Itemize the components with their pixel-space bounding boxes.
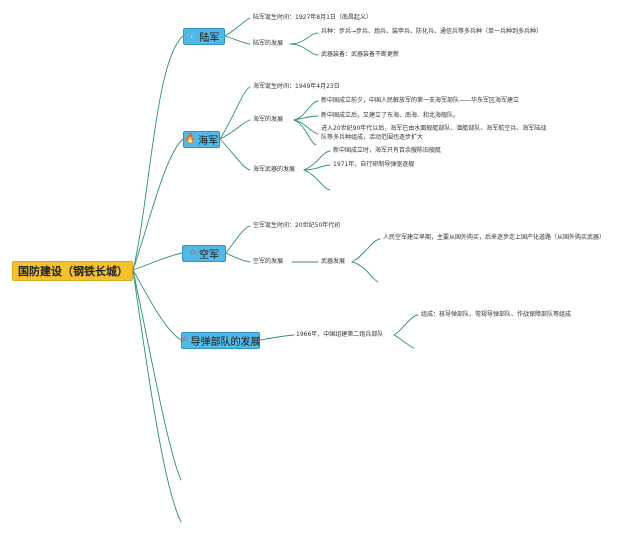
navy-weapon-item: 新中国成立时，海军只有百余艘陈旧舰艇	[333, 147, 442, 154]
missile-composition: 组成：核导弹部队、常规导弹部队、作战保障部队等组成	[421, 311, 572, 318]
army-birth: 陆军诞生时间：1927年8月1日（南昌起义）	[253, 14, 372, 21]
root-topic-label: 国防建设（钢铁长城）	[18, 265, 128, 278]
branch-navy[interactable]: 🔥 海军	[183, 131, 220, 148]
flame-icon: 🔥	[184, 134, 197, 144]
navy-birth: 海军诞生时间：1949年4月23日	[253, 83, 340, 90]
star-outline-icon: ☆	[188, 248, 198, 258]
missile-founded: 1966年，中国组建第二炮兵部队	[296, 331, 384, 338]
airforce-development: 空军的发展	[253, 258, 284, 265]
army-troop-types: 兵种：步兵→步兵、炮兵、装甲兵、防化兵、通信兵等多兵种（单一兵种到多兵种）	[321, 28, 543, 35]
branch-airforce-label: 空军	[199, 250, 220, 261]
navy-weapon-item: 1971年，自行研制导弹驱逐舰	[333, 161, 415, 168]
water-drop-icon: 💧	[188, 32, 198, 40]
navy-dev-item: 进入20世纪90年代以后，海军已由水面舰艇部队、潜艇部队、海军航空兵、海军陆战队…	[321, 125, 547, 141]
branch-army-label: 陆军	[199, 33, 220, 44]
army-development: 陆军的发展	[253, 40, 284, 47]
branch-navy-label: 海军	[198, 136, 219, 147]
branch-army[interactable]: 💧 陆军	[183, 28, 225, 45]
navy-development: 海军的发展	[253, 116, 284, 123]
branch-missile-label: 导弹部队的发展	[190, 337, 261, 348]
airforce-birth: 空军诞生时间：20世纪50年代初	[253, 222, 341, 229]
star-outline-icon: ☆	[180, 335, 189, 345]
navy-dev-item: 新中国成立前夕，中国人民解放军的第一支海军部队——华东军区海军建立	[321, 97, 520, 104]
army-weapons: 武器装备：武器装备不断更新	[321, 51, 400, 58]
airforce-weapons: 武器发展	[321, 258, 346, 265]
navy-weapons-development: 海军武器的发展	[253, 166, 296, 173]
airforce-weapon-item: 人民空军建立早期，主要从国外购买，后来逐步走上国产化道路（从国外购买武器）	[383, 234, 606, 241]
root-topic-box[interactable]: 国防建设（钢铁长城）	[12, 261, 133, 281]
branch-airforce[interactable]: ☆ 空军	[182, 245, 226, 262]
branch-missile-force[interactable]: ☆ 导弹部队的发展	[180, 332, 261, 349]
navy-dev-item: 新中国成立后，又建立了东海、南海、和北海舰队。	[321, 112, 460, 119]
